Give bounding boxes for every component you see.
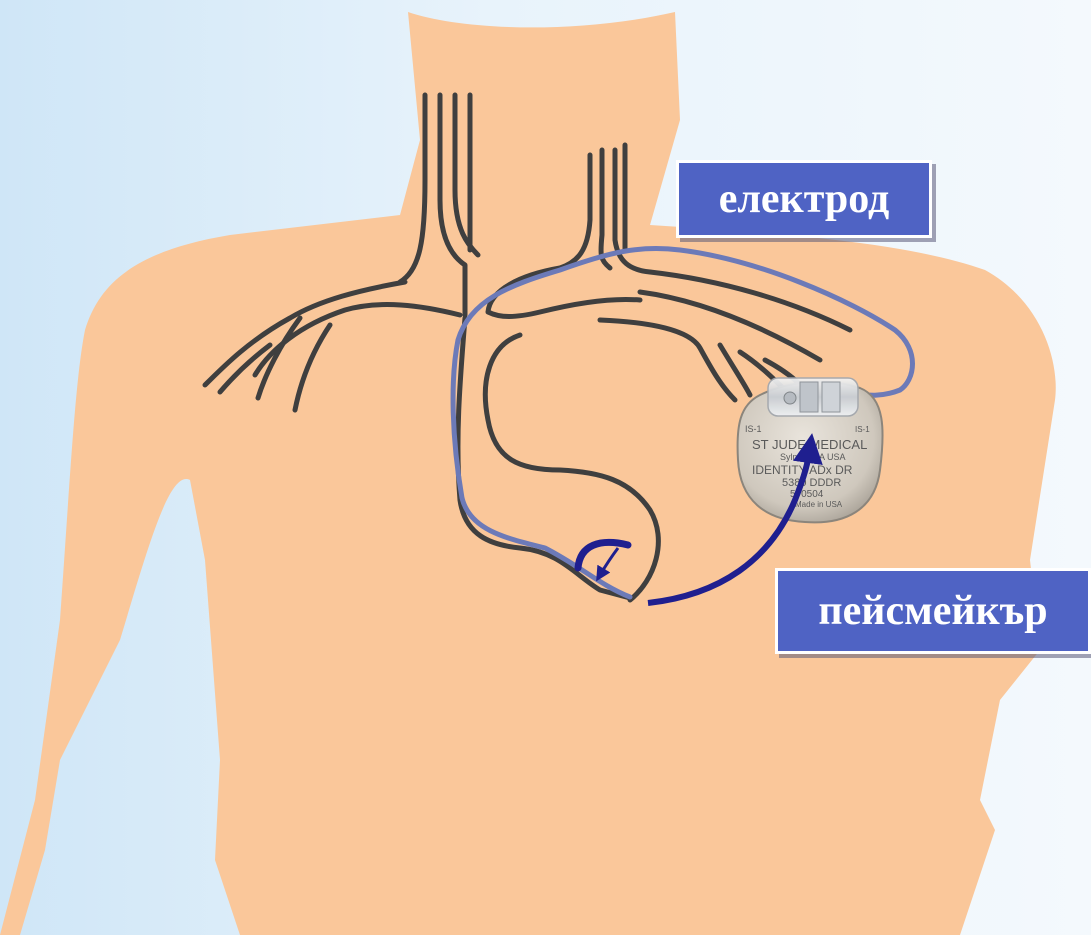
device-mark-left: IS-1 bbox=[745, 424, 762, 434]
device-made-in: Made in USA bbox=[795, 500, 843, 509]
pacemaker-label: пейсмейкър bbox=[775, 568, 1091, 654]
device-location: Sylmar, CA USA bbox=[780, 452, 846, 462]
electrode-label: електрод bbox=[676, 160, 932, 238]
device-model-code: 5380 DDDR bbox=[782, 477, 841, 489]
torso-silhouette bbox=[0, 12, 1056, 935]
device-mark-right: IS-1 bbox=[855, 425, 870, 434]
